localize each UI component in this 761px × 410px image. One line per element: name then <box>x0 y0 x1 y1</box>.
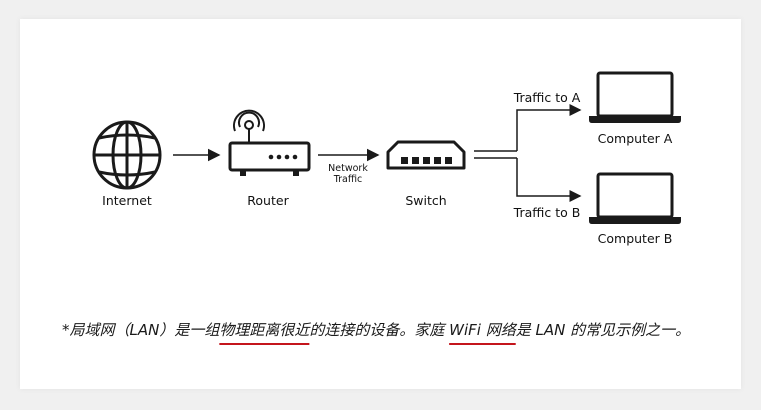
traffic-to-a-label: Traffic to A <box>513 90 581 105</box>
switch-label: Switch <box>405 193 446 208</box>
caption-highlight-wifi-network: WiFi 网络 <box>449 321 516 339</box>
computer-b-label: Computer B <box>598 231 673 246</box>
caption-text: *局域网（LAN）是一组 <box>62 321 220 339</box>
diagram-caption: *局域网（LAN）是一组物理距离很近的连接的设备。家庭 WiFi 网络是 LAN… <box>62 318 702 342</box>
diagram-card <box>20 19 741 389</box>
arrow-switch-computer-b <box>516 158 582 202</box>
arrow-switch-computer-a <box>516 104 582 151</box>
network-diagram: Internet Router Network Traffic Switch <box>92 71 681 246</box>
router-icon <box>228 109 311 176</box>
internet-label: Internet <box>102 193 152 208</box>
caption-text: 的连接的设备。家庭 <box>309 321 450 339</box>
traffic-label: Traffic <box>333 174 363 185</box>
network-label: Network <box>328 163 368 174</box>
laptop-icon <box>589 71 681 123</box>
caption-highlight-physical-proximity: 物理距离很近 <box>219 321 310 339</box>
caption-text: 是 LAN 的常见示例之一。 <box>515 321 691 339</box>
globe-icon <box>92 120 162 190</box>
laptop-icon <box>589 172 681 224</box>
computer-a-label: Computer A <box>598 131 673 146</box>
traffic-to-b-label: Traffic to B <box>513 205 581 220</box>
router-label: Router <box>247 193 289 208</box>
switch-icon <box>386 140 466 170</box>
